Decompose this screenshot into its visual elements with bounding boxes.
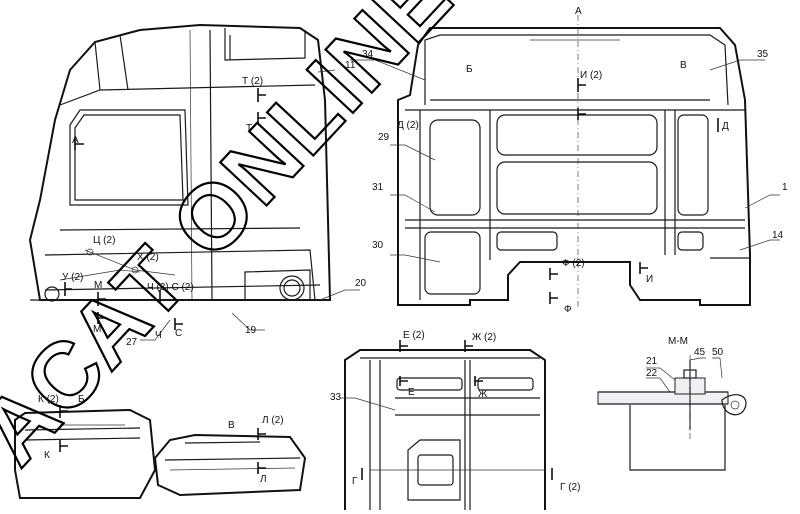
section-markers bbox=[59, 78, 719, 480]
view-v-title: В bbox=[228, 420, 235, 431]
part-19-label: 19 bbox=[245, 325, 257, 336]
section-e2: Е (2) bbox=[403, 330, 425, 341]
section-d: Д bbox=[722, 121, 729, 132]
watermark: АСАТ ONLINE bbox=[0, 0, 473, 485]
section-f2: Ф (2) bbox=[562, 258, 585, 269]
section-c: С bbox=[175, 328, 182, 339]
part-35-label: 35 bbox=[757, 49, 769, 60]
part-31-label: 31 bbox=[372, 182, 384, 193]
section-zh: Ж bbox=[478, 389, 488, 400]
section-k: К bbox=[44, 450, 50, 461]
section-v-top: В bbox=[680, 60, 687, 71]
section-x2: Х (2) bbox=[137, 252, 159, 263]
part-50-label: 50 bbox=[712, 347, 724, 358]
section-m-top: М bbox=[94, 280, 102, 291]
leader-lines bbox=[140, 59, 780, 411]
cab-side-view bbox=[28, 23, 332, 302]
part-27-label: 27 bbox=[126, 337, 138, 348]
section-t2: Т (2) bbox=[242, 76, 263, 87]
labels: 11 34 35 1 14 20 19 27 29 31 30 33 21 22… bbox=[38, 6, 788, 493]
part-45-label: 45 bbox=[694, 347, 706, 358]
section-mm-title: М-М bbox=[668, 336, 688, 347]
part-33-label: 33 bbox=[330, 392, 342, 403]
view-a-title: А bbox=[575, 6, 582, 17]
section-m-bottom: М bbox=[93, 324, 101, 335]
part-14-label: 14 bbox=[772, 230, 784, 241]
part-11-label: 11 bbox=[345, 60, 356, 71]
section-l: Л bbox=[260, 474, 267, 485]
section-i: И bbox=[646, 274, 653, 285]
section-ch: Ч bbox=[155, 330, 162, 341]
section-f: Ф bbox=[564, 304, 572, 315]
section-k2: К (2) bbox=[38, 394, 59, 405]
section-zh2: Ж (2) bbox=[472, 332, 496, 343]
section-b-small: Б bbox=[78, 394, 85, 405]
section-e: Е bbox=[408, 387, 415, 398]
section-a-left: А bbox=[72, 135, 79, 146]
section-t: Т bbox=[246, 123, 252, 134]
section-ts2: Ц (2) bbox=[93, 235, 115, 246]
section-b-top: Б bbox=[466, 64, 473, 75]
section-ch2-c2: Ч (2) С (2) bbox=[147, 282, 194, 293]
section-u2: У (2) bbox=[62, 272, 83, 283]
section-g2: Г (2) bbox=[560, 482, 580, 493]
watermark-text: АСАТ ONLINE bbox=[0, 0, 473, 485]
section-g: Г bbox=[352, 476, 358, 487]
part-1-label: 1 bbox=[782, 182, 788, 193]
part-30-label: 30 bbox=[372, 240, 384, 251]
cab-rear-view bbox=[397, 15, 751, 310]
section-d2: Д (2) bbox=[397, 120, 419, 131]
section-i2: И (2) bbox=[580, 70, 602, 81]
section-l2: Л (2) bbox=[262, 415, 284, 426]
part-22-label: 22 bbox=[646, 368, 658, 379]
section-mm bbox=[597, 355, 747, 471]
part-20-label: 20 bbox=[355, 278, 367, 289]
part-29-label: 29 bbox=[378, 132, 390, 143]
view-interior bbox=[344, 349, 546, 510]
part-21-label: 21 bbox=[646, 356, 658, 367]
view-v bbox=[153, 433, 307, 497]
part-34-label: 34 bbox=[362, 49, 374, 60]
